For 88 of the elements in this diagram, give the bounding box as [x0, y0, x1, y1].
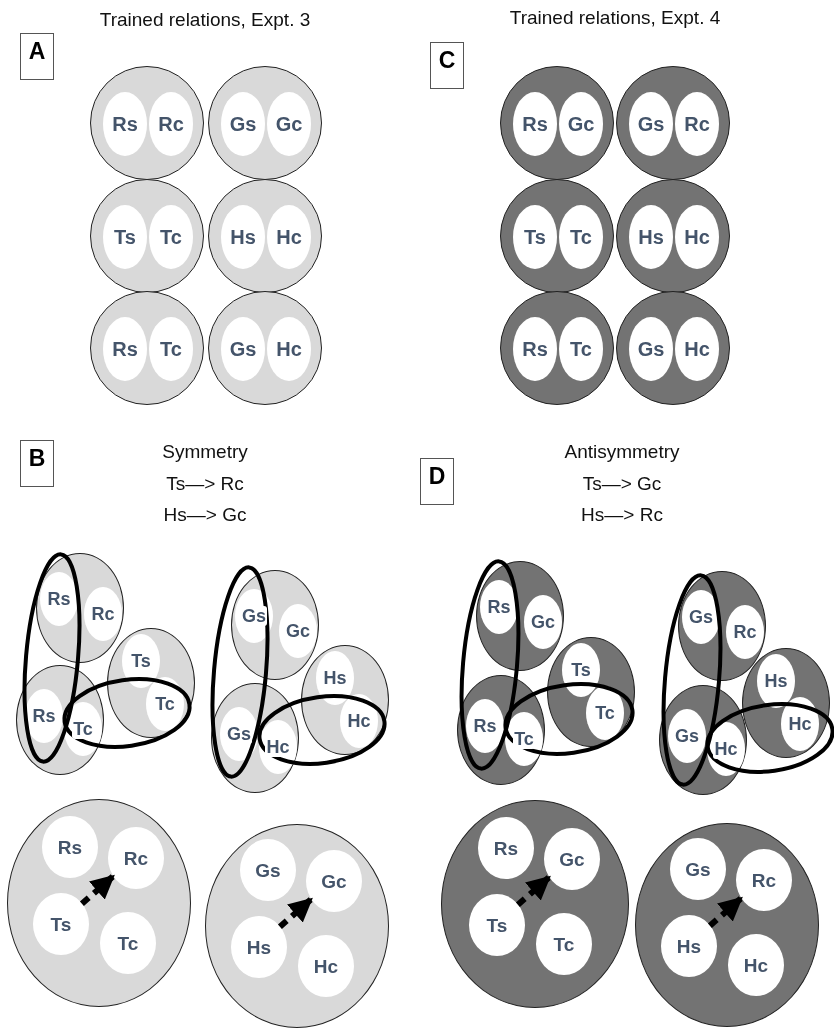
panel-letter: D	[428, 465, 446, 491]
dashed-arrow	[707, 896, 744, 928]
stimulus-ellipse	[675, 317, 719, 381]
panel-letter-box	[420, 458, 454, 505]
stimulus-ellipse	[562, 643, 600, 697]
stimulus-ellipse	[231, 916, 287, 978]
stimulus-ellipse	[220, 707, 258, 761]
stimulus-ellipse	[103, 205, 147, 269]
stimulus-ellipse	[33, 893, 89, 955]
stimulus-label: Hc	[713, 739, 739, 759]
stimulus-ellipse	[103, 92, 147, 156]
stimulus-ellipse	[279, 604, 317, 658]
stimulus-ellipse	[221, 92, 265, 156]
stimulus-ellipse	[149, 205, 193, 269]
stimulus-ellipse	[267, 92, 311, 156]
stimulus-class-circle	[476, 561, 564, 671]
stimulus-ellipse	[267, 205, 311, 269]
panel-letter: A	[28, 40, 46, 66]
stimulus-ellipse	[84, 587, 122, 641]
stimulus-ellipse	[235, 589, 273, 643]
stimulus-ellipse	[149, 92, 193, 156]
stimulus-label: Tc	[513, 729, 535, 749]
panel-title: Trained relations, Expt. 3	[99, 8, 311, 32]
stimulus-ellipse	[668, 709, 706, 763]
stimulus-ellipse	[629, 205, 673, 269]
stimulus-label: Gs	[241, 606, 267, 626]
stimulus-ellipse	[670, 838, 726, 900]
stimulus-ellipse	[524, 595, 562, 649]
stimulus-ellipse	[661, 915, 717, 977]
stimulus-ellipse	[513, 92, 557, 156]
stimulus-ellipse	[100, 912, 156, 974]
stimulus-ellipse	[629, 317, 673, 381]
stimulus-ellipse	[221, 317, 265, 381]
stimulus-ellipse	[149, 317, 193, 381]
stimulus-label: Gs	[226, 724, 252, 744]
stimulus-ellipse	[682, 590, 720, 644]
stimulus-ellipse	[108, 827, 164, 889]
stimulus-ellipse	[781, 697, 819, 751]
stimulus-ellipse	[757, 654, 795, 708]
stimulus-ellipse	[466, 699, 504, 753]
stimulus-ellipse	[103, 317, 147, 381]
stimulus-ellipse	[559, 92, 603, 156]
stimulus-ellipse	[478, 817, 534, 879]
stimulus-ellipse	[240, 839, 296, 901]
stimulus-ellipse	[559, 205, 603, 269]
dashed-arrow	[515, 875, 552, 907]
relation-label: Hs—> Rc	[581, 503, 663, 527]
stimulus-ellipse	[316, 651, 354, 705]
panel-letter: B	[28, 447, 46, 473]
stimulus-ellipse	[728, 934, 784, 996]
stimulus-ellipse	[42, 816, 98, 878]
relation-label: Hs—> Gc	[163, 503, 247, 527]
stimulus-ellipse	[480, 580, 518, 634]
stimulus-ellipse	[306, 850, 362, 912]
stimulus-ellipse	[736, 849, 792, 911]
stimulus-ellipse	[267, 317, 311, 381]
stimulus-ellipse	[505, 712, 543, 766]
panel-title: Trained relations, Expt. 4	[509, 6, 721, 30]
relation-heading: Symmetry	[162, 440, 248, 464]
relation-label: Ts—> Rc	[166, 472, 244, 496]
stimulus-ellipse	[40, 572, 78, 626]
stimulus-ellipse	[675, 205, 719, 269]
stimulus-ellipse	[298, 935, 354, 997]
stimulus-ellipse	[122, 634, 160, 688]
relation-label: Ts—> Gc	[582, 472, 662, 496]
stimulus-label: Hc	[265, 737, 291, 757]
relation-heading: Antisymmetry	[564, 440, 680, 464]
stimulus-label: Tc	[72, 719, 94, 739]
stimulus-ellipse	[629, 92, 673, 156]
dashed-arrow	[79, 874, 116, 906]
stimulus-ellipse	[536, 913, 592, 975]
stimulus-class-circle	[36, 553, 124, 663]
panel-letter-box	[20, 33, 54, 80]
panel-letter-box	[430, 42, 464, 89]
stimulus-ellipse	[726, 605, 764, 659]
stimulus-ellipse	[25, 689, 63, 743]
stimulus-class-circle	[231, 570, 319, 680]
stimulus-ellipse	[559, 317, 603, 381]
stimulus-ellipse	[469, 894, 525, 956]
stimulus-class-circle	[742, 648, 830, 758]
stimulus-ellipse	[544, 828, 600, 890]
stimulus-ellipse	[513, 317, 557, 381]
stimulus-ellipse	[675, 92, 719, 156]
stimulus-ellipse	[221, 205, 265, 269]
stimulus-ellipse	[513, 205, 557, 269]
panel-letter-box	[20, 440, 54, 487]
dashed-arrow	[277, 897, 314, 929]
panel-letter: C	[438, 49, 456, 75]
